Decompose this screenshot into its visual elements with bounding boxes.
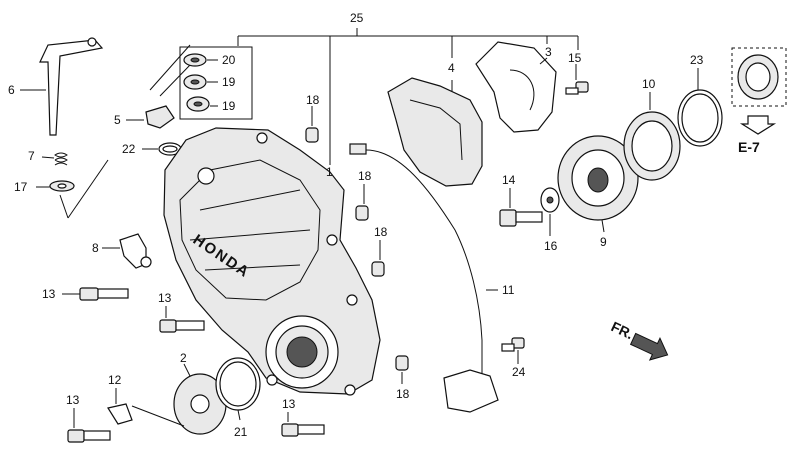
callout-20: 20 <box>222 53 236 67</box>
callout-5: 5 <box>114 113 121 127</box>
callout-25: 25 <box>350 11 364 25</box>
part-6-bracket <box>20 37 104 136</box>
callout-13c: 13 <box>66 393 80 407</box>
callout-22: 22 <box>122 142 136 156</box>
callout-18d: 18 <box>396 387 410 401</box>
part-21-oring <box>215 357 261 421</box>
callout-2: 2 <box>180 351 187 365</box>
part-17-washer <box>36 180 75 192</box>
part-22-oring <box>142 142 182 156</box>
part-2-disc <box>173 363 227 435</box>
part-24-bolt <box>501 337 525 364</box>
part-13-bolts <box>62 287 325 443</box>
callout-10: 10 <box>642 77 656 91</box>
callout-1: 1 <box>326 165 333 179</box>
part-10-clutch <box>623 92 681 181</box>
part-5-cap <box>126 105 175 129</box>
part-7-spring <box>41 152 68 166</box>
callout-15: 15 <box>568 51 582 65</box>
part-14-bolt <box>499 188 543 227</box>
callout-18c: 18 <box>374 225 388 239</box>
callout-19a: 19 <box>222 75 236 89</box>
part-9-gear <box>557 135 639 233</box>
callout-18b: 18 <box>358 169 372 183</box>
callout-18a: 18 <box>306 93 320 107</box>
callout-21: 21 <box>234 425 248 439</box>
callout-6: 6 <box>8 83 15 97</box>
part-4-guard <box>387 77 483 187</box>
callout-13b: 13 <box>158 291 172 305</box>
callout-24: 24 <box>512 365 526 379</box>
callout-12: 12 <box>108 373 122 387</box>
callout-14: 14 <box>502 173 516 187</box>
callout-4: 4 <box>448 61 455 75</box>
seal-box <box>179 46 253 120</box>
callout-13d: 13 <box>282 397 296 411</box>
callout-13a: 13 <box>42 287 56 301</box>
callout-7: 7 <box>28 149 35 163</box>
part-8-clamp <box>102 233 152 269</box>
front-arrow <box>629 332 669 361</box>
callout-23: 23 <box>690 53 704 67</box>
part-3-plate <box>475 41 557 133</box>
part-1-crankcase-cover <box>163 127 381 396</box>
callout-16: 16 <box>544 239 558 253</box>
callout-3: 3 <box>545 45 552 59</box>
part-23-snapring <box>677 68 723 147</box>
reference-box <box>731 47 787 135</box>
part-11-wire <box>349 143 499 413</box>
callout-9: 9 <box>600 235 607 249</box>
reference-label: E-7 <box>738 139 760 155</box>
part-15-bolt <box>565 64 589 95</box>
callout-11: 11 <box>502 283 515 297</box>
callout-8: 8 <box>92 241 99 255</box>
part-18-dowels <box>305 106 409 384</box>
front-label: FR. <box>609 318 636 342</box>
part-16-washer <box>540 187 560 236</box>
group-bracket-25 <box>237 28 579 165</box>
callout-17: 17 <box>14 180 28 194</box>
part-12-clip <box>107 388 185 427</box>
callout-19b: 19 <box>222 99 236 113</box>
